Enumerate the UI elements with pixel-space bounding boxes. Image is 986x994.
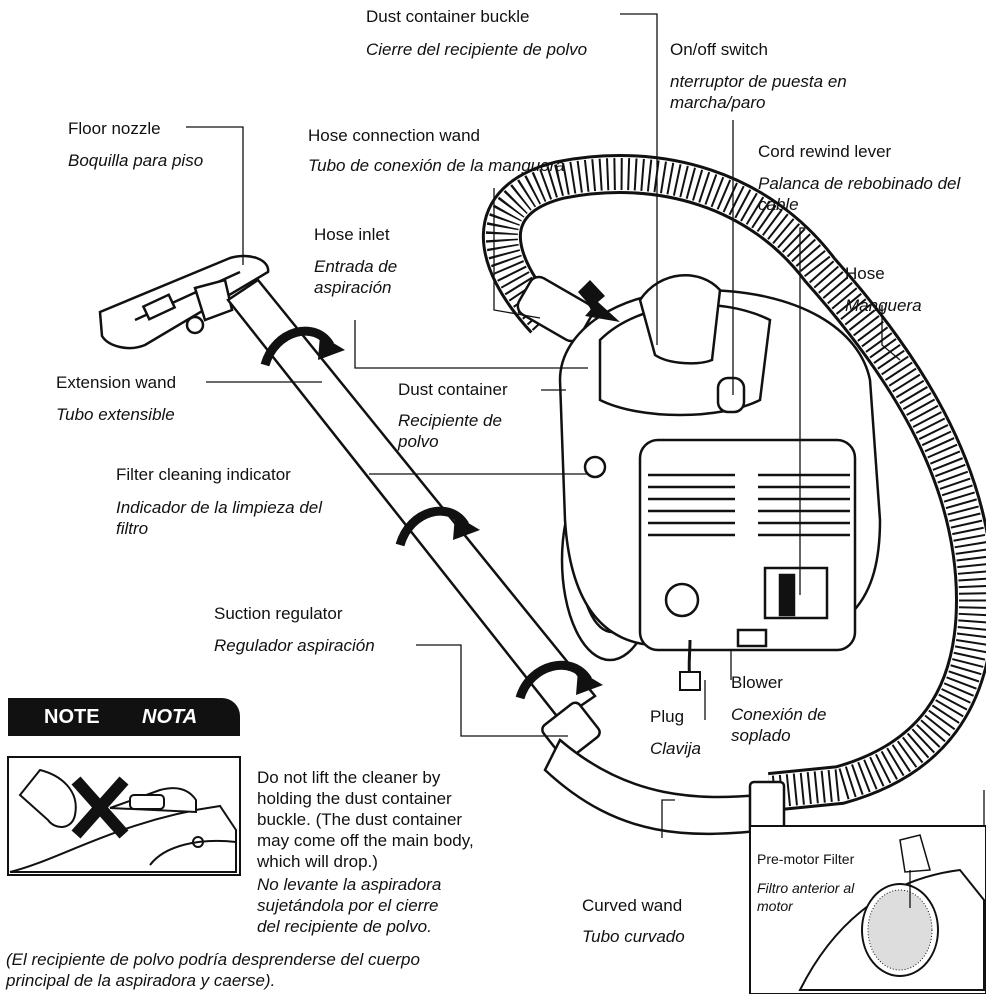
label-cord-rewind-lever-en: Cord rewind lever — [758, 141, 891, 162]
label-pre-motor-filter-es: Filtro anterior al motor — [757, 879, 877, 915]
label-hose-en: Hose — [845, 263, 885, 284]
label-dust-container-buckle-es: Cierre del recipiente de polvo — [366, 39, 587, 60]
label-cord-rewind-lever-es: Palanca de rebobinado del cable — [758, 173, 968, 215]
label-extension-wand-en: Extension wand — [56, 372, 176, 393]
label-extension-wand-es: Tubo extensible — [56, 404, 175, 425]
note-badge: NOTE NOTA — [8, 698, 240, 736]
label-dust-container-buckle-en: Dust container buckle — [366, 6, 529, 27]
vacuum-body — [514, 273, 880, 660]
label-floor-nozzle-es: Boquilla para piso — [68, 150, 203, 171]
label-plug-es: Clavija — [650, 738, 701, 759]
label-hose-es: Manguera — [845, 295, 922, 316]
label-blower-es: Conexión de soplado — [731, 704, 871, 746]
label-dust-container-es: Recipiente de polvo — [398, 410, 538, 452]
note-title-en: NOTE — [44, 698, 100, 736]
label-filter-cleaning-indicator-es: Indicador de la limpieza del filtro — [116, 497, 356, 539]
label-dust-container-en: Dust container — [398, 379, 508, 400]
label-plug-en: Plug — [650, 706, 684, 727]
note-illustration — [8, 757, 240, 875]
label-pre-motor-filter-en: Pre-motor Filter — [757, 851, 854, 868]
label-hose-inlet-en: Hose inlet — [314, 224, 390, 245]
note-text-en: Do not lift the cleaner by holding the d… — [257, 767, 489, 872]
label-hose-connection-wand-es: Tubo de conexión de la manguera — [308, 155, 565, 176]
label-filter-cleaning-indicator-en: Filter cleaning indicator — [116, 464, 291, 485]
label-suction-regulator-es: Regulador aspiración — [214, 635, 375, 656]
note-text-es-1: No levante la aspiradora sujetándola por… — [257, 874, 457, 937]
note-title-es: NOTA — [142, 698, 197, 736]
label-floor-nozzle-en: Floor nozzle — [68, 118, 161, 139]
label-on-off-switch-en: On/off switch — [670, 39, 768, 60]
label-curved-wand-es: Tubo curvado — [582, 926, 685, 947]
label-on-off-switch-es: nterruptor de puesta en marcha/paro — [670, 71, 920, 113]
label-hose-inlet-es: Entrada de aspiración — [314, 256, 454, 298]
label-suction-regulator-en: Suction regulator — [214, 603, 343, 624]
label-blower-en: Blower — [731, 672, 783, 693]
note-text-es-2: (El recipiente de polvo podría desprende… — [6, 949, 456, 991]
label-curved-wand-en: Curved wand — [582, 895, 682, 916]
label-hose-connection-wand-en: Hose connection wand — [308, 125, 480, 146]
